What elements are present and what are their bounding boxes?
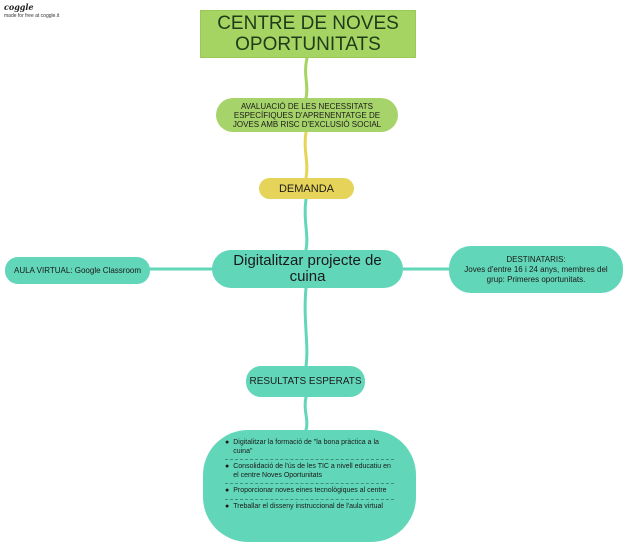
- connector-title-evaluation: [304, 56, 309, 100]
- evaluation-node[interactable]: AVALUACIÓ DE LES NECESSITATS ESPECÍFIQUE…: [216, 98, 398, 132]
- bullet-icon: ●: [225, 502, 230, 510]
- list-item: ● Treballar el disseny instruccional de …: [225, 500, 394, 515]
- list-item: ● Proporcionar noves eines tecnològiques…: [225, 484, 394, 500]
- bullet-icon: ●: [225, 487, 230, 494]
- coggle-logo: coggle: [4, 2, 34, 12]
- list-item: ● Digitalitzar la formació de "la bona p…: [225, 436, 394, 460]
- result-item-text: Consolidació de l'ús de les TIC a nivell…: [233, 463, 391, 479]
- connector-center-results: [303, 286, 309, 368]
- connector-evaluation-demand: [303, 130, 309, 180]
- virtual-classroom-node[interactable]: AULA VIRTUAL: Google Classroom: [5, 257, 150, 284]
- recipients-heading: DESTINATARIS:: [506, 254, 566, 264]
- recipients-text: Joves d'entre 16 i 24 anys, membres del …: [464, 264, 608, 284]
- bullet-icon: ●: [225, 463, 230, 470]
- central-node[interactable]: Digitalitzar projecte de cuina: [212, 250, 403, 288]
- result-item-text: Treballar el disseny instruccional de l'…: [233, 502, 383, 510]
- bullet-icon: ●: [225, 439, 230, 446]
- results-list-node[interactable]: ● Digitalitzar la formació de "la bona p…: [203, 430, 416, 542]
- connector-results-list: [303, 395, 309, 432]
- result-item-text: Digitalitzar la formació de "la bona prà…: [233, 439, 379, 455]
- title-node[interactable]: CENTRE DE NOVES OPORTUNITATS: [200, 10, 416, 58]
- demand-node[interactable]: DEMANDA: [259, 178, 354, 199]
- connector-demand-center: [303, 197, 309, 252]
- list-item: ● Consolidació de l'ús de les TIC a nive…: [225, 460, 394, 484]
- recipients-node[interactable]: DESTINATARIS: Joves d'entre 16 i 24 anys…: [449, 246, 623, 293]
- results-node[interactable]: RESULTATS ESPERATS: [246, 366, 365, 397]
- coggle-tagline: made for free at coggle.it: [4, 13, 60, 19]
- result-item-text: Proporcionar noves eines tecnològiques a…: [233, 487, 387, 494]
